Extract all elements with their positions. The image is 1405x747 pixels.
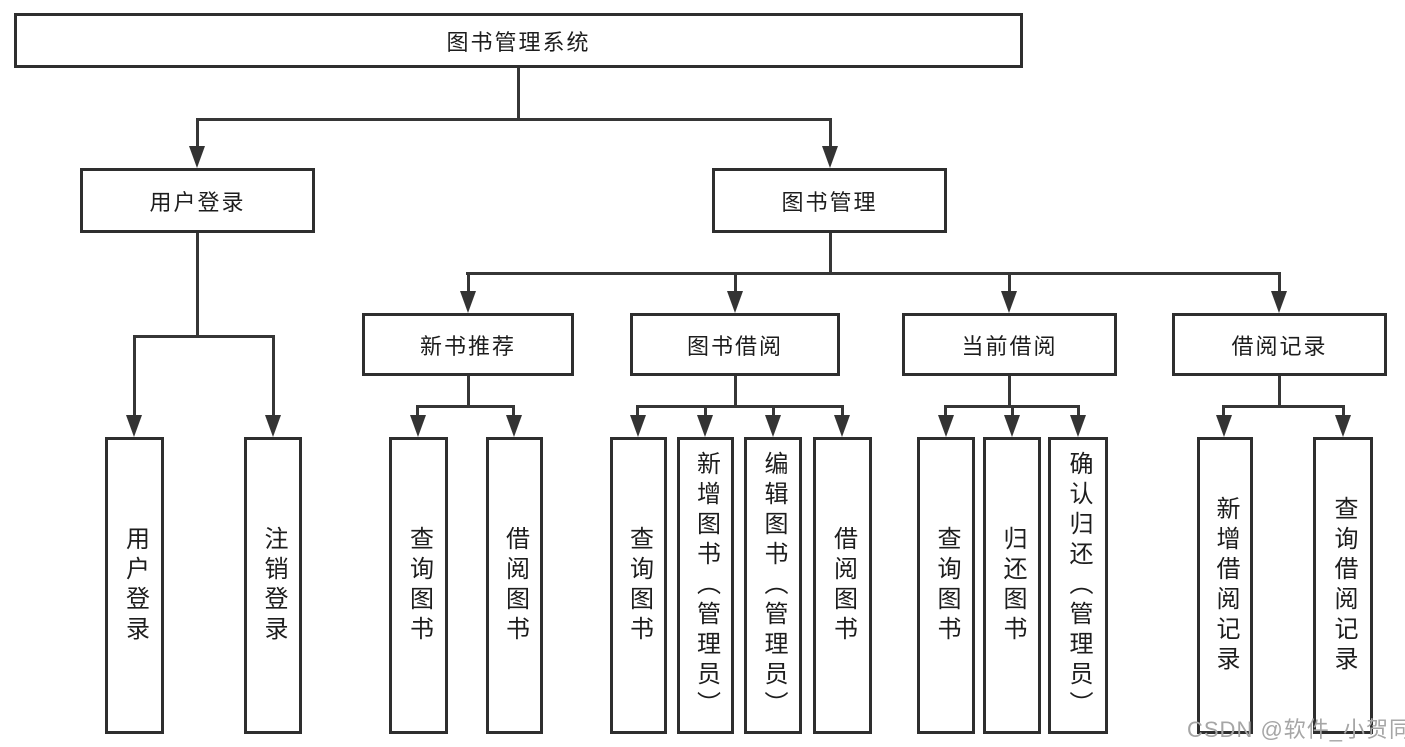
arrow-down-icon [834, 415, 850, 437]
leaf-confirm-return-admin: 确认归还（管理员） [1048, 437, 1108, 734]
connector-vline [467, 376, 470, 408]
leaf-add-books-admin: 新增图书（管理员） [677, 437, 734, 734]
leaf-edit-books-admin: 编辑图书（管理员） [744, 437, 802, 734]
leaf-borrow-books-borrowing: 借阅图书 [813, 437, 872, 734]
connector-hline [1222, 405, 1345, 408]
arrow-down-icon [1001, 291, 1017, 313]
node-label: 新书推荐 [419, 333, 516, 359]
node-label: 查询借阅记录 [1330, 495, 1357, 676]
connector-vline [272, 335, 275, 417]
connector-vline [1278, 272, 1281, 294]
node-label: 图书管理 [781, 189, 878, 215]
connector-vline [829, 118, 832, 148]
node-label: 图书管理系统 [446, 29, 591, 55]
connector-vline [517, 68, 520, 120]
arrow-down-icon [126, 415, 142, 437]
node-label: 归还图书 [999, 525, 1026, 646]
connector-vline [1342, 405, 1345, 419]
connector-vline [512, 405, 515, 419]
node-label: 借阅图书 [501, 525, 529, 646]
arrow-down-icon [189, 146, 205, 168]
connector-vline [636, 405, 639, 419]
connector-vline [734, 272, 737, 294]
leaf-add-borrow-record: 新增借阅记录 [1197, 437, 1253, 734]
connector-vline [196, 118, 199, 148]
arrow-down-icon [1216, 415, 1232, 437]
node-label: 图书借阅 [686, 333, 783, 359]
leaf-query-books-recommend: 查询图书 [389, 437, 448, 734]
connector-vline [467, 272, 470, 294]
node-label: 借阅记录 [1231, 333, 1328, 359]
arrow-down-icon [410, 415, 426, 437]
arrow-down-icon [630, 415, 646, 437]
leaf-user-login: 用户登录 [105, 437, 164, 734]
node-label: 注销登录 [260, 525, 287, 646]
connector-vline [1077, 405, 1080, 419]
node-label: 查询图书 [405, 525, 433, 646]
arrow-down-icon [506, 415, 522, 437]
node-current-borrowing: 当前借阅 [902, 313, 1117, 376]
node-user-login: 用户登录 [80, 168, 315, 233]
connector-vline [734, 376, 737, 408]
connector-hline [133, 335, 275, 338]
leaf-return-books: 归还图书 [983, 437, 1041, 734]
node-label: 新增借阅记录 [1212, 495, 1239, 676]
connector-vline [829, 233, 832, 274]
node-label: 查询图书 [933, 525, 960, 646]
connector-vline [841, 405, 844, 419]
arrow-down-icon [265, 415, 281, 437]
connector-vline [1278, 376, 1281, 408]
connector-vline [1008, 272, 1011, 294]
arrow-down-icon [1271, 291, 1287, 313]
leaf-query-borrow-record: 查询借阅记录 [1313, 437, 1373, 734]
leaf-query-books-borrowing: 查询图书 [610, 437, 667, 734]
node-label: 借阅图书 [829, 525, 857, 646]
connector-vline [196, 233, 199, 336]
node-label: 当前借阅 [961, 333, 1058, 359]
connector-vline [1011, 405, 1014, 419]
csdn-watermark: CSDN @软件_小贺同学 [1187, 717, 1405, 742]
node-root-library-system: 图书管理系统 [14, 13, 1023, 68]
node-label: 用户登录 [149, 189, 246, 215]
connector-vline [1222, 405, 1225, 419]
arrow-down-icon [1335, 415, 1351, 437]
leaf-query-books-current: 查询图书 [917, 437, 975, 734]
arrow-down-icon [938, 415, 954, 437]
arrow-down-icon [697, 415, 713, 437]
node-label: 用户登录 [121, 525, 149, 646]
connector-vline [133, 335, 136, 417]
connector-hline [196, 118, 832, 121]
leaf-borrow-books-recommend: 借阅图书 [486, 437, 543, 734]
connector-vline [1008, 376, 1011, 408]
node-borrowing-records: 借阅记录 [1172, 313, 1387, 376]
arrow-down-icon [822, 146, 838, 168]
node-new-book-recommend: 新书推荐 [362, 313, 574, 376]
arrow-down-icon [1004, 415, 1020, 437]
connector-hline [466, 272, 1281, 275]
arrow-down-icon [460, 291, 476, 313]
connector-vline [944, 405, 947, 419]
connector-hline [636, 405, 844, 408]
arrow-down-icon [1070, 415, 1086, 437]
leaf-logout: 注销登录 [244, 437, 302, 734]
connector-vline [772, 405, 775, 419]
node-label: 新增图书（管理员） [692, 450, 720, 721]
node-label: 编辑图书（管理员） [760, 450, 787, 721]
arrow-down-icon [727, 291, 743, 313]
node-label: 查询图书 [625, 525, 653, 646]
node-book-management: 图书管理 [712, 168, 947, 233]
connector-vline [704, 405, 707, 419]
connector-hline [416, 405, 515, 408]
node-book-borrowing: 图书借阅 [630, 313, 840, 376]
connector-vline [416, 405, 419, 419]
arrow-down-icon [765, 415, 781, 437]
node-label: 确认归还（管理员） [1065, 450, 1092, 721]
